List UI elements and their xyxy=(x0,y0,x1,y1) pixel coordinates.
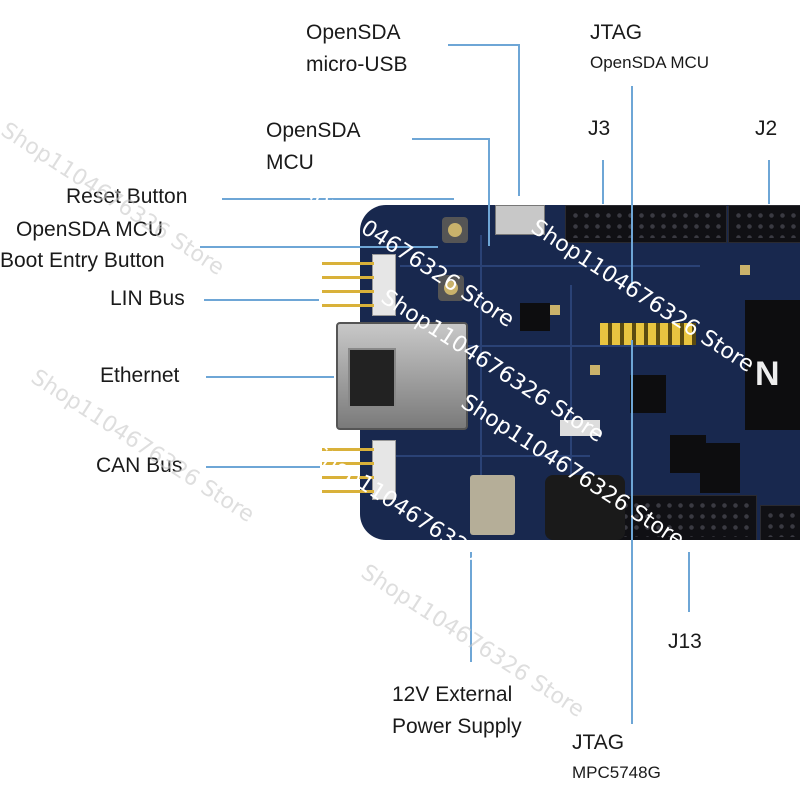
leader-line-j13 xyxy=(688,552,690,612)
leader-line-usb xyxy=(518,44,520,196)
leader-line-j2 xyxy=(768,160,770,204)
label-j2: J2 xyxy=(755,117,778,140)
pcb-board: N xyxy=(360,205,800,540)
ic-chip xyxy=(700,443,740,493)
micro-usb-connector xyxy=(495,205,545,235)
pcb-trace xyxy=(570,285,572,485)
can-connector xyxy=(372,440,396,500)
regulator-chip xyxy=(630,375,666,413)
label-lin-bus: LIN Bus xyxy=(110,287,185,310)
leader-line-mcu xyxy=(412,138,490,140)
pcb-pad xyxy=(740,265,750,275)
can-pin xyxy=(322,448,374,451)
label-j13: J13 xyxy=(668,630,702,653)
pcb-pad xyxy=(590,365,600,375)
leader-line-j3 xyxy=(602,160,604,204)
boot-entry-button xyxy=(438,275,464,301)
header-j3 xyxy=(565,205,727,243)
main-mcu-chip: N xyxy=(745,300,800,430)
leader-line-usb xyxy=(448,44,520,46)
header-right xyxy=(760,505,800,540)
leader-line-jtag-bottom xyxy=(631,340,633,724)
pcb-trace xyxy=(420,345,680,347)
pcb-pad xyxy=(550,305,560,315)
label-reset-button: Reset Button xyxy=(66,185,188,208)
lin-pin xyxy=(322,290,374,293)
pcb-trace xyxy=(480,235,482,495)
label-boot-2: Boot Entry Button xyxy=(0,249,165,272)
label-can-bus: CAN Bus xyxy=(96,454,183,477)
label-opensda-usb-2: micro-USB xyxy=(306,53,408,76)
ethernet-jack xyxy=(336,322,468,430)
inductor xyxy=(545,475,625,540)
jtag-header xyxy=(600,323,696,345)
label-ethernet: Ethernet xyxy=(100,364,180,387)
opensda-mcu-chip xyxy=(520,303,550,331)
label-power-1: 12V External xyxy=(392,683,513,706)
leader-line-mcu xyxy=(488,138,490,246)
pcb-trace xyxy=(400,265,700,267)
label-opensda-mcu-1: OpenSDA xyxy=(266,119,361,142)
label-jtag-bottom-sub: MPC5748G xyxy=(572,763,661,782)
can-pin xyxy=(322,476,374,479)
can-pin xyxy=(322,490,374,493)
leader-line-ethernet xyxy=(206,376,334,378)
label-j3: J3 xyxy=(588,117,611,140)
label-opensda-usb-1: OpenSDA xyxy=(306,21,401,44)
label-jtag-top-sub: OpenSDA MCU xyxy=(590,53,710,72)
lin-pin xyxy=(322,276,374,279)
jumper xyxy=(560,420,600,436)
can-pin xyxy=(322,462,374,465)
lin-connector xyxy=(372,254,396,316)
lin-pin xyxy=(322,262,374,265)
reset-button xyxy=(442,217,468,243)
leader-line-reset xyxy=(222,198,454,200)
label-power-2: Power Supply xyxy=(392,715,522,738)
label-jtag-bottom: JTAG xyxy=(572,731,625,754)
leader-line-lin xyxy=(204,299,319,301)
leader-line-boot xyxy=(200,246,438,248)
leader-line-jtag-top xyxy=(631,86,633,286)
pcb-trace xyxy=(390,455,590,457)
label-opensda-mcu-2: MCU xyxy=(266,151,314,174)
power-jack xyxy=(470,475,515,535)
leader-line-power xyxy=(470,552,472,662)
header-j2 xyxy=(728,205,800,243)
lin-pin xyxy=(322,304,374,307)
label-boot-1: OpenSDA MCU xyxy=(16,218,164,241)
label-jtag-top: JTAG xyxy=(590,21,643,44)
leader-line-can xyxy=(206,466,320,468)
